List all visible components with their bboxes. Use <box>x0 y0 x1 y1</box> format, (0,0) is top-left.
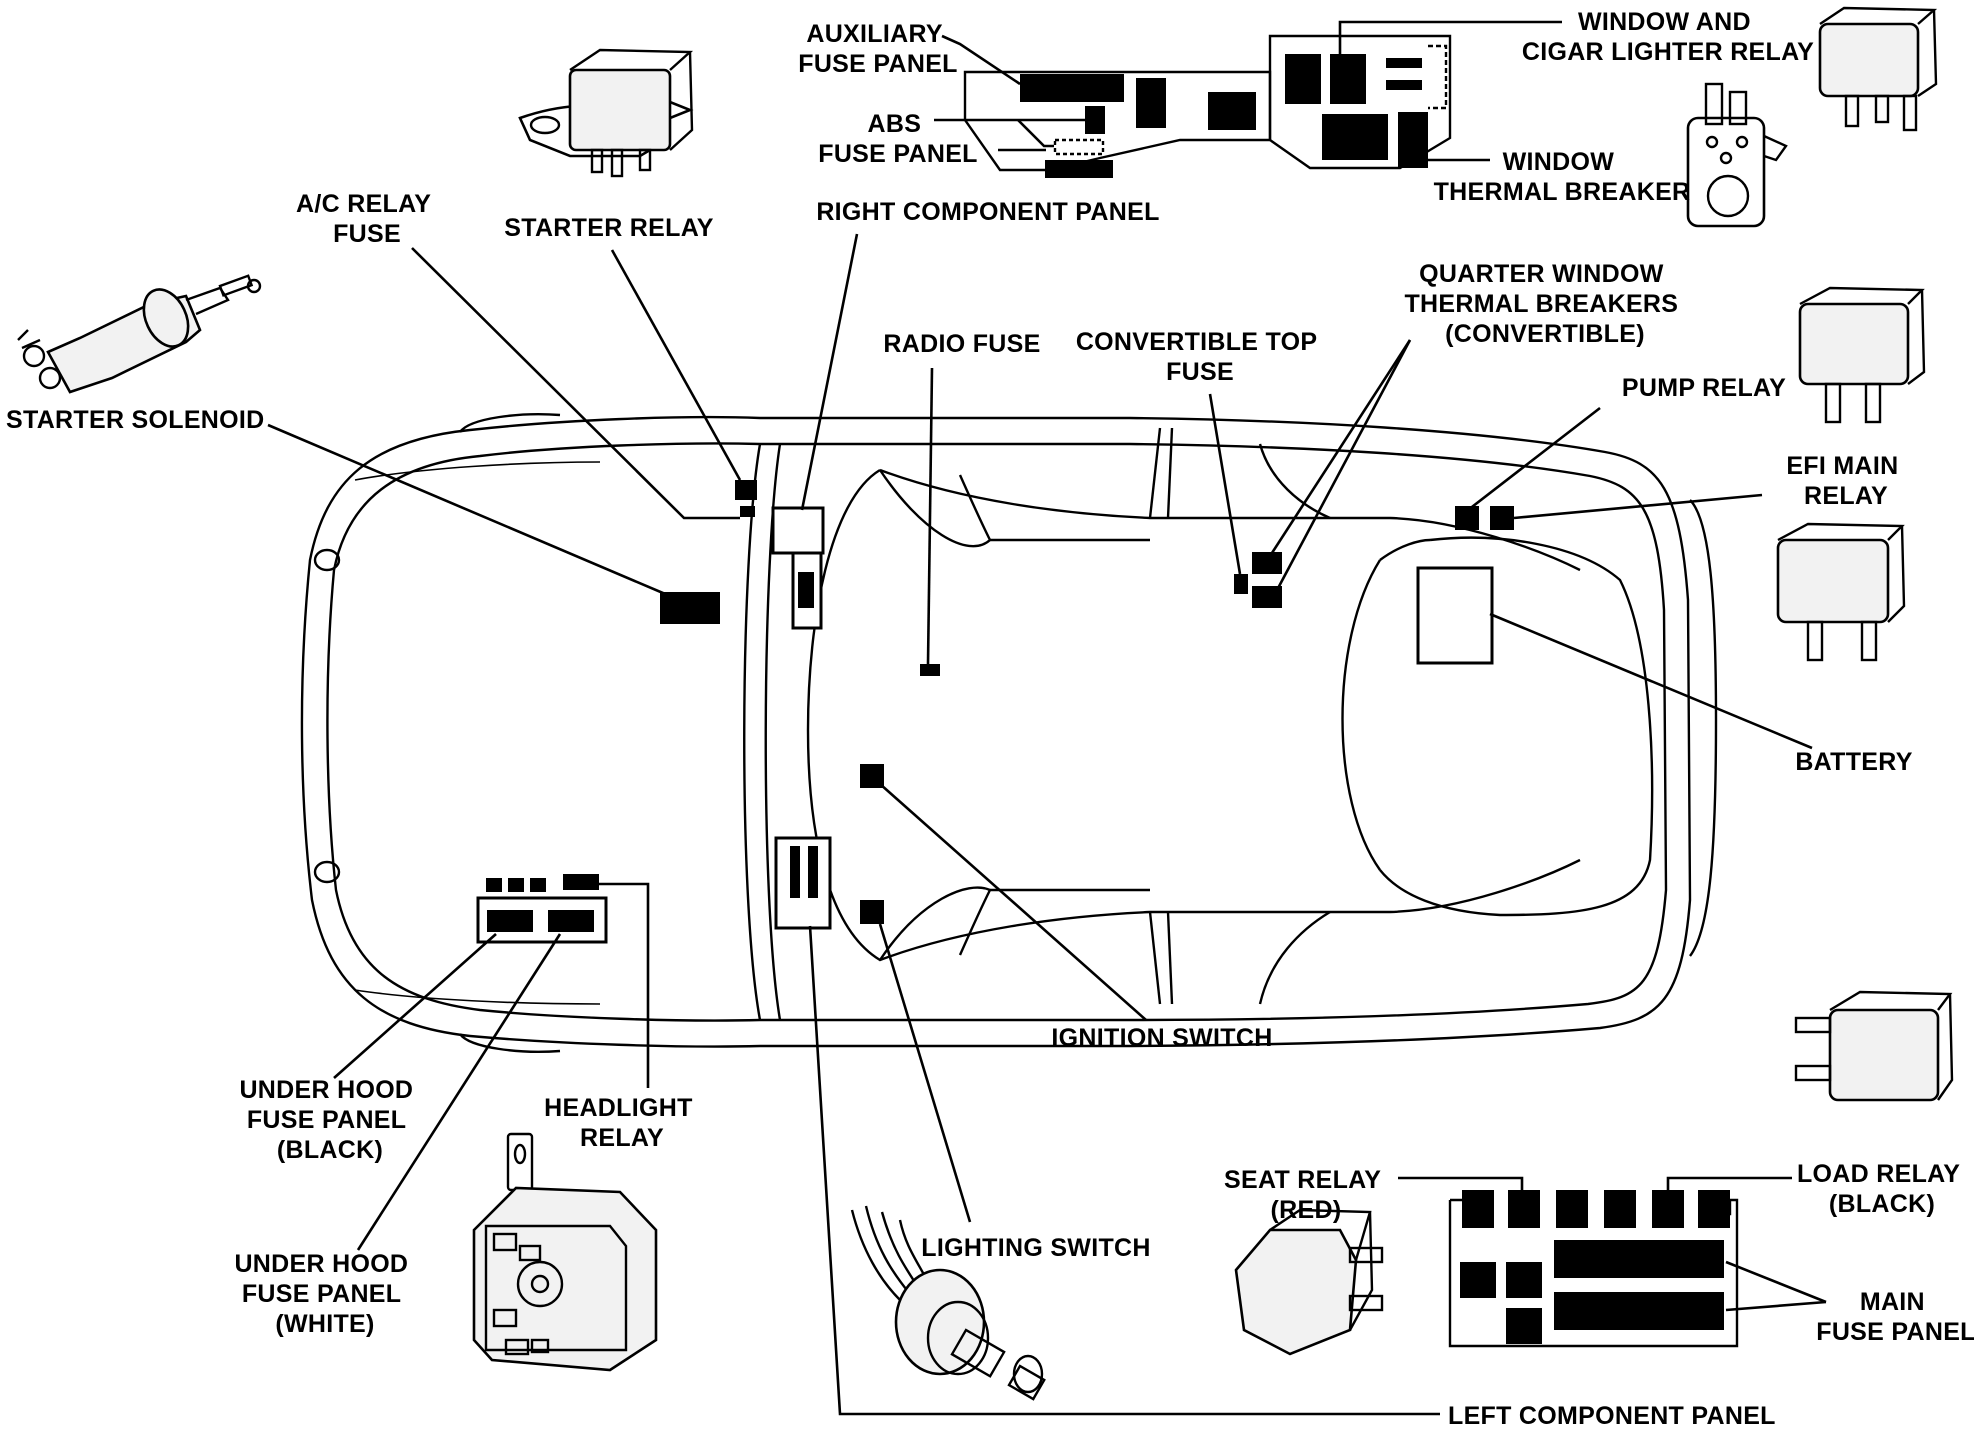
seat-relay-illustration <box>1234 1208 1384 1356</box>
auxiliary-fuse-panel-detail <box>963 34 1452 178</box>
window-cigar-relay-illustration <box>1686 6 1938 228</box>
label-window-thermal-breaker: WINDOW THERMAL BREAKER <box>1434 148 1691 206</box>
main-fuse-relay-3 <box>1556 1190 1588 1228</box>
ac-relay-fuse-marker <box>740 506 755 517</box>
efi-main-relay-marker <box>1490 506 1514 530</box>
headlight-relay-marker <box>563 874 599 890</box>
window-thermal-block <box>1322 114 1388 160</box>
lighting-switch-illustration <box>850 1205 1046 1401</box>
main-fuse-strip-2 <box>1554 1292 1724 1330</box>
label-efi-main-relay: EFI MAIN RELAY <box>1786 452 1905 510</box>
label-auxiliary-fuse-panel: AUXILIARY FUSE PANEL <box>798 20 958 78</box>
starter-solenoid-illustration <box>17 274 262 394</box>
window-relay-block-1 <box>1285 54 1321 104</box>
right-component-panel-fuse <box>798 572 814 608</box>
radio-fuse-marker <box>920 664 940 676</box>
labels: AUXILIARY FUSE PANEL ABS FUSE PANEL RIGH… <box>6 8 1974 1430</box>
load-relay-marker <box>1652 1190 1684 1228</box>
right-component-panel-box <box>771 506 825 555</box>
window-relay-block-2 <box>1330 54 1366 104</box>
starter-relay-marker <box>735 480 757 500</box>
label-seat-relay: SEAT RELAY (RED) <box>1224 1166 1388 1224</box>
label-under-hood-black: UNDER HOOD FUSE PANEL (BLACK) <box>239 1076 420 1164</box>
main-fuse-panel-illustration <box>1448 1190 1739 1348</box>
main-fuse-small-2 <box>1506 1262 1542 1298</box>
under-hood-black-marker <box>487 910 533 932</box>
aux-relay-block-2 <box>1208 92 1256 130</box>
auxiliary-fuse-block <box>1020 74 1124 102</box>
aux-relay-block <box>1136 78 1166 128</box>
starter-relay-illustration <box>518 48 694 178</box>
main-fuse-strip-1 <box>1554 1240 1724 1278</box>
label-right-component-panel: RIGHT COMPONENT PANEL <box>816 198 1159 226</box>
leader-lines <box>267 20 1827 1416</box>
label-window-cigar-relay: WINDOW AND CIGAR LIGHTER RELAY <box>1522 8 1814 66</box>
component-markers <box>476 480 1514 944</box>
left-component-panel-fuse-1 <box>790 846 800 898</box>
label-starter-solenoid: STARTER SOLENOID <box>6 406 265 434</box>
quarter-window-breaker-2 <box>1252 586 1282 608</box>
label-main-fuse-panel: MAIN FUSE PANEL <box>1816 1288 1974 1346</box>
under-hood-fuse-1 <box>486 878 502 892</box>
label-abs-fuse-panel: ABS FUSE PANEL <box>818 110 978 168</box>
starter-solenoid-marker <box>660 592 720 624</box>
left-component-panel-fuse-2 <box>808 846 818 898</box>
lighting-switch-marker <box>860 900 884 924</box>
label-left-component-panel: LEFT COMPONENT PANEL <box>1448 1402 1776 1430</box>
label-load-relay: LOAD RELAY (BLACK) <box>1797 1160 1967 1218</box>
label-quarter-window-breakers: QUARTER WINDOW THERMAL BREAKERS (CONVERT… <box>1404 260 1685 348</box>
pump-relay-illustration <box>1798 286 1926 424</box>
label-headlight-relay: HEADLIGHT RELAY <box>544 1094 700 1152</box>
seat-relay-marker <box>1508 1190 1540 1228</box>
label-ac-relay-fuse: A/C RELAY FUSE <box>296 190 438 248</box>
label-lighting-switch: LIGHTING SWITCH <box>921 1234 1150 1262</box>
efi-main-relay-illustration <box>1776 522 1906 662</box>
window-thermal-breaker-block <box>1398 112 1428 168</box>
abs-fuse-block <box>1085 106 1105 134</box>
pump-relay-marker <box>1455 506 1479 530</box>
under-hood-fuse-3 <box>530 878 546 892</box>
left-component-panel-box <box>774 836 832 930</box>
abs-fuse-dashed <box>1053 138 1105 156</box>
label-pump-relay: PUMP RELAY <box>1622 374 1786 402</box>
window-relay-strip-1 <box>1386 58 1422 68</box>
abs-fuse-strip <box>1045 160 1113 178</box>
label-ignition-switch: IGNITION SWITCH <box>1051 1024 1272 1052</box>
label-under-hood-white: UNDER HOOD FUSE PANEL (WHITE) <box>234 1250 415 1338</box>
label-radio-fuse: RADIO FUSE <box>883 330 1040 358</box>
load-relay-illustration <box>1794 990 1954 1102</box>
main-fuse-relay-1 <box>1462 1190 1494 1228</box>
battery-marker <box>1416 566 1494 665</box>
under-hood-fuse-2 <box>508 878 524 892</box>
headlight-relay-illustration <box>472 1132 658 1372</box>
quarter-window-breaker-1 <box>1252 552 1282 574</box>
label-battery: BATTERY <box>1795 748 1912 776</box>
convertible-top-fuse-marker <box>1234 574 1248 594</box>
window-relay-strip-2 <box>1386 80 1422 90</box>
main-fuse-small-3 <box>1506 1308 1542 1344</box>
under-hood-white-marker <box>548 910 594 932</box>
main-fuse-relay-4 <box>1604 1190 1636 1228</box>
main-fuse-small-1 <box>1460 1262 1496 1298</box>
main-fuse-relay-6 <box>1698 1190 1730 1228</box>
label-convertible-top-fuse: CONVERTIBLE TOP FUSE <box>1076 328 1324 386</box>
label-starter-relay: STARTER RELAY <box>504 214 714 242</box>
